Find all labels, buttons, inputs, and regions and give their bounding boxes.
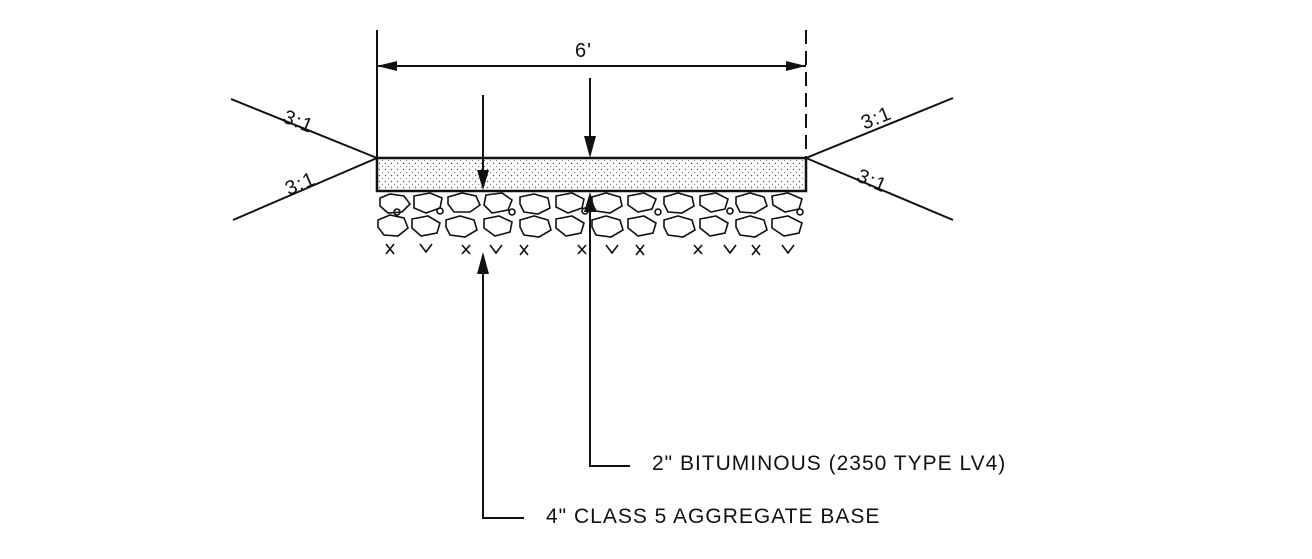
aggregate-base-layer <box>377 192 804 256</box>
slope-line-lower-right <box>805 157 954 221</box>
dimension-arrowhead-left <box>377 61 397 71</box>
width-dimension-label: 6' <box>575 40 592 62</box>
bituminous-leader-line <box>589 210 630 467</box>
bituminous-layer <box>375 156 808 193</box>
aggregate-leader-arrow <box>477 252 489 274</box>
slope-line-lower-left <box>232 157 378 221</box>
dimension-arrowhead-right <box>786 61 806 71</box>
slope-line-upper-right <box>805 97 954 159</box>
surface-pointer-arrow <box>584 136 596 158</box>
aggregate-callout: 4" CLASS 5 AGGREGATE BASE <box>546 505 881 528</box>
bituminous-thickness-arrow-down <box>477 170 489 190</box>
bituminous-leader-arrow <box>584 192 596 212</box>
bituminous-callout: 2" BITUMINOUS (2350 TYPE LV4) <box>652 452 1007 475</box>
aggregate-leader-line <box>482 272 524 519</box>
slope-line-upper-left <box>230 98 378 159</box>
